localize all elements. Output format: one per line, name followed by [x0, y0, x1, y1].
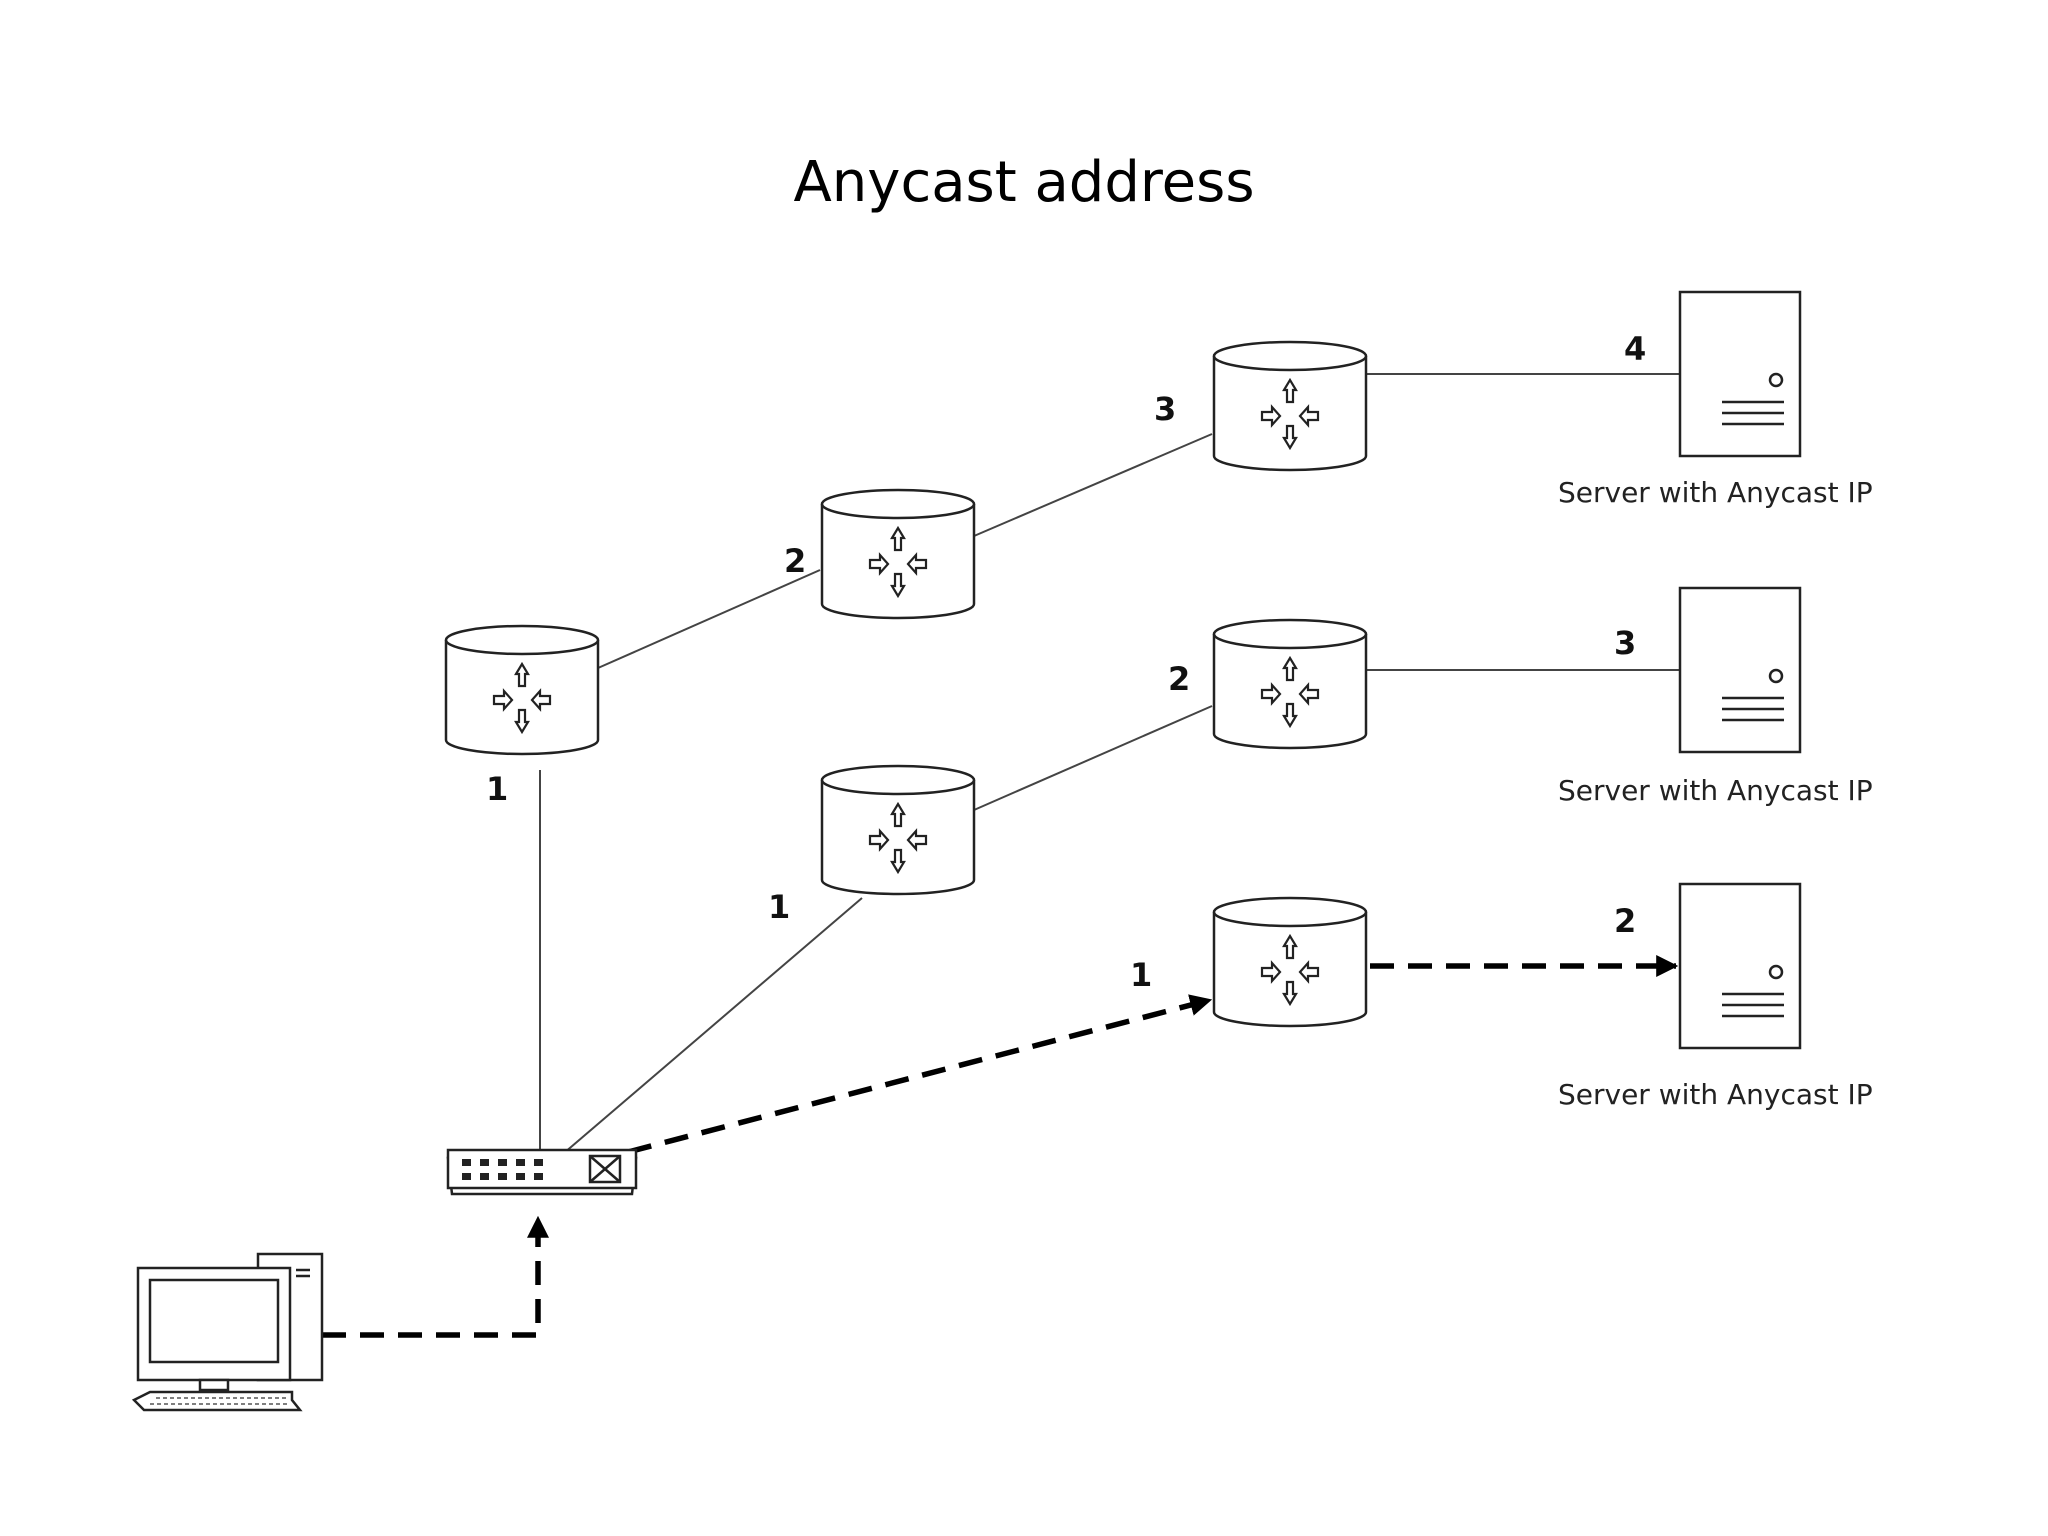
diagram-title: Anycast address	[793, 150, 1255, 215]
router-c1-icon	[1212, 896, 1368, 1028]
link-router-a1-a2	[597, 569, 821, 669]
hop-label: 2	[1614, 902, 1636, 940]
client-computer-icon	[131, 1252, 324, 1412]
hop-label: 4	[1624, 330, 1646, 368]
router-b2-icon	[1212, 618, 1368, 750]
hop-label: 1	[486, 770, 508, 808]
hop-label: 3	[1614, 624, 1636, 662]
server-label: Server with Anycast IP	[1558, 774, 1873, 807]
switch-icon	[446, 1148, 638, 1196]
link-router-a2-a3	[973, 433, 1213, 537]
link-switch-to-router-c1	[627, 994, 1213, 1155]
hop-label: 1	[1130, 956, 1152, 994]
hop-label: 2	[1168, 660, 1190, 698]
hop-label: 1	[768, 888, 790, 926]
server-label: Server with Anycast IP	[1558, 1078, 1873, 1111]
link-router-b1-b2	[973, 705, 1213, 811]
hop-label: 2	[784, 542, 806, 580]
server-3-icon	[1678, 882, 1802, 1050]
link-switch-router-b1	[549, 897, 863, 1166]
router-a1-icon	[444, 624, 600, 756]
link-pc-to-switch	[322, 1215, 549, 1338]
hop-label: 3	[1154, 390, 1176, 428]
server-label: Server with Anycast IP	[1558, 476, 1873, 509]
router-b1-icon	[820, 764, 976, 896]
router-a2-icon	[820, 488, 976, 620]
server-2-icon	[1678, 586, 1802, 754]
router-a3-icon	[1212, 340, 1368, 472]
server-1-icon	[1678, 290, 1802, 458]
